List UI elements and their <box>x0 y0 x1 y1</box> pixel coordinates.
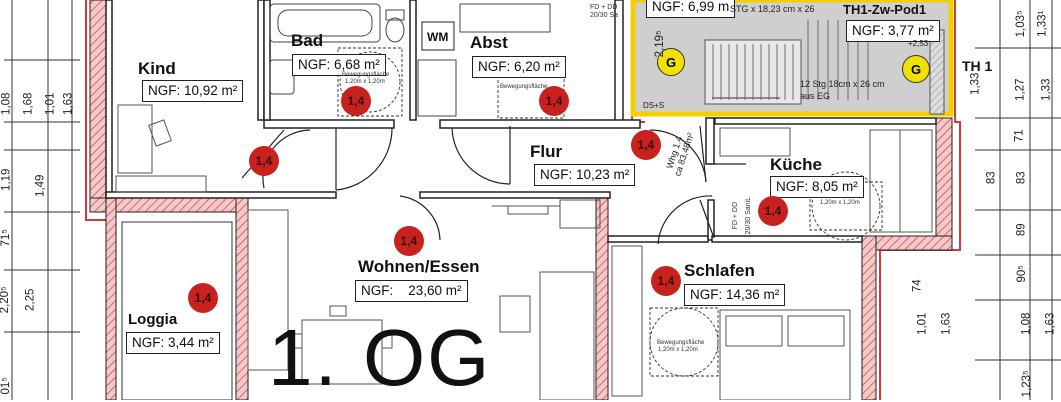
bewegung-size-bad: 1,20m x 1,20m <box>345 79 385 85</box>
stair-stg-note: 12 Stg 18cm x 26 cm <box>800 79 885 89</box>
marker-wohnen: 1,4 <box>394 226 424 256</box>
dim-left-4: 1,63 <box>62 92 75 115</box>
room-area-kueche: NGF: 8,05 m² <box>770 176 864 198</box>
marker-bad: 1,4 <box>341 86 371 116</box>
room-area-th1-pod: NGF: 3,77 m² <box>846 20 940 42</box>
dim-right-6: 71 <box>1013 129 1026 143</box>
dim-right-1: 1,03⁵ <box>1014 10 1027 38</box>
room-name-abst: Abst <box>470 33 508 52</box>
marker-kueche: 1,4 <box>758 196 788 226</box>
right-dimension-lines <box>975 0 1061 400</box>
washbasin <box>269 59 295 95</box>
wardrobe <box>611 245 643 397</box>
bewegung-size-kueche: 1,20m x 1,20m <box>820 200 860 206</box>
loggia-outline <box>121 221 233 400</box>
room-area-bad: NGF: 6,68 m² <box>292 54 386 76</box>
kitchen-counters <box>719 127 933 233</box>
fd-top-1: FD + DD <box>590 4 618 11</box>
dim-right-3: 1,33 <box>969 72 982 95</box>
dim-right-10: 90⁵ <box>1016 264 1029 283</box>
dim-right-16: 1,23⁵ <box>1020 370 1033 398</box>
bed <box>719 309 851 400</box>
stair-level-plus: +2,53 <box>908 39 929 48</box>
marker-abst: 1,4 <box>539 86 569 116</box>
th1-label: TH 1 <box>962 58 993 74</box>
stair-badge-left: G <box>657 48 685 76</box>
dim-right-5: 1,33 <box>1040 78 1053 101</box>
room-area-abst: NGF: 6,20 m² <box>472 56 566 78</box>
room-name-kueche: Küche <box>770 155 822 174</box>
doors <box>241 125 746 245</box>
dim-right-15: 1,63 <box>1044 312 1057 335</box>
fd-top-2: 20/30 Sa <box>590 12 619 19</box>
stair-wall-hatch <box>929 29 945 115</box>
dim-right-7: 83 <box>985 171 998 185</box>
room-name-schlafen: Schlafen <box>684 261 755 280</box>
room-name-wohnen-essen: Wohnen/Essen <box>358 257 480 276</box>
living-furniture <box>247 199 601 400</box>
dim-right-12: 1,01 <box>916 312 929 335</box>
room-area-flur: NGF: 10,23 m² <box>534 164 636 186</box>
abst-cabinet <box>459 3 551 33</box>
marker-kind: 1,4 <box>249 146 279 176</box>
dim-left-7: 71⁵ <box>0 228 13 247</box>
dim-left-6: 1,49 <box>34 174 47 197</box>
shower-tray <box>417 59 457 117</box>
wm-box <box>421 21 455 51</box>
dim-right-4: 1,27 <box>1014 78 1027 101</box>
window-sill <box>492 205 560 215</box>
bewegung-size-schlafen: 1,20m x 1,20m <box>658 347 698 353</box>
dim-right-13: 1,63 <box>940 312 953 335</box>
stair-dim-219: 2,19⁵ <box>653 30 666 58</box>
dim-left-1: 1,08 <box>0 92 13 115</box>
room-area-kind: NGF: 10,92 m² <box>142 80 244 102</box>
floor-label: 1. OG <box>268 313 492 402</box>
marker-schlafen: 1,4 <box>651 266 681 296</box>
room-name-wm: WM <box>427 30 449 44</box>
fd-mid-2: 20/30 SaniL <box>745 196 753 235</box>
room-name-th1-pod: TH1-Zw-Pod1 <box>843 2 927 17</box>
dim-left-3: 1,01 <box>44 92 57 115</box>
exterior-walls <box>89 0 953 400</box>
marker-flur: 1,4 <box>631 130 661 160</box>
marker-loggia: 1,4 <box>188 283 218 313</box>
bewegung-label-abst: Bewegungsfläche <box>500 84 548 90</box>
dim-right-8: 83 <box>1015 171 1028 185</box>
bewegung-label-schlafen: Bewegungsfläche <box>657 340 705 346</box>
room-area-loggia: NGF: 3,44 m² <box>126 332 220 354</box>
dim-right-2: 1,33¹ <box>1036 10 1049 37</box>
room-area-stair: NGF: 6,99 m <box>646 0 736 18</box>
dim-right-11: 74 <box>911 279 924 293</box>
dim-right-14: 1,08 <box>1020 312 1033 335</box>
stair-badge-right: G <box>902 55 930 83</box>
room-name-bad: Bad <box>291 31 324 50</box>
dim-left-8: 2,20⁵ <box>0 286 11 314</box>
stair-aus-eg: aus EG <box>800 91 831 101</box>
room-name-loggia: Loggia <box>128 311 178 328</box>
left-dimension-lines <box>4 0 80 400</box>
fd-mid-1: FD + DD <box>732 201 740 230</box>
dim-left-9: 2,25 <box>24 288 37 311</box>
stair-ds-label: DS+S <box>643 101 665 110</box>
dim-left-10: 01⁵ <box>0 376 13 395</box>
room-area-wohnen-essen: NGF: 23,60 m² <box>355 280 468 302</box>
dim-right-9: 89 <box>1015 223 1028 237</box>
dim-left-5: 1,19 <box>0 168 13 191</box>
bewegung-label-bad: Bewegungsfläche <box>342 72 390 78</box>
room-name-flur: Flur <box>530 142 563 161</box>
dim-left-2: 1,68 <box>22 92 35 115</box>
room-area-schlafen: NGF: 14,36 m² <box>684 284 786 306</box>
kind-furniture <box>115 104 207 193</box>
room-name-kind: Kind <box>138 59 176 78</box>
stair-stg-top: STG x 18,23 cm x 26 <box>730 4 815 14</box>
toilet <box>385 9 405 43</box>
bathtub <box>269 3 381 43</box>
